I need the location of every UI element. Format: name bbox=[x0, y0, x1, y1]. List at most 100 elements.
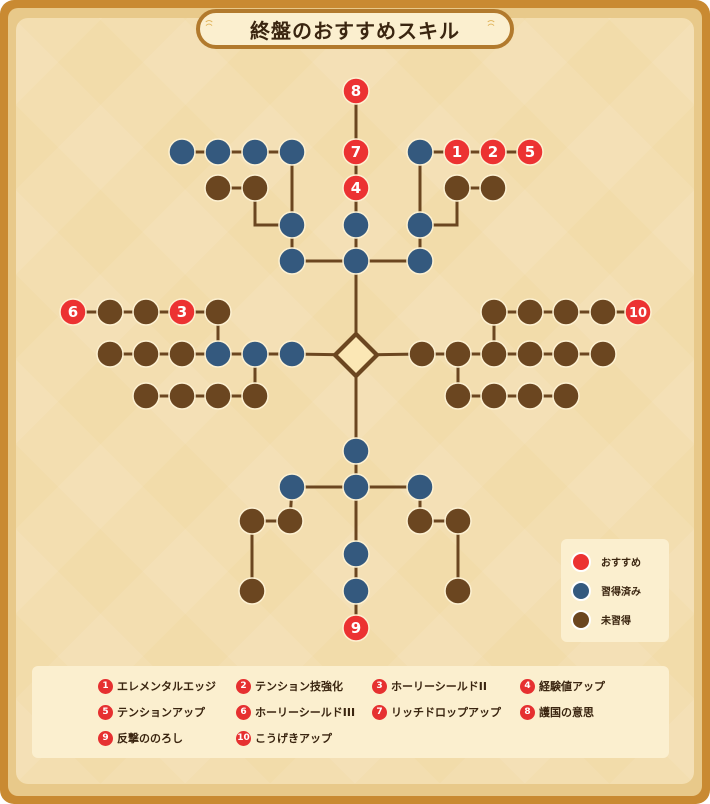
skill-node-unlearned[interactable] bbox=[96, 298, 124, 326]
skill-node-learned[interactable] bbox=[406, 473, 434, 501]
skill-node-number: 5 bbox=[525, 143, 535, 161]
skill-node-number: 10 bbox=[629, 306, 647, 321]
skill-node-number: 6 bbox=[68, 303, 78, 321]
skill-node-number: 2 bbox=[488, 143, 498, 161]
skill-node-recommended[interactable]: 4 bbox=[342, 174, 370, 202]
skill-node-unlearned[interactable] bbox=[552, 298, 580, 326]
skill-node-unlearned[interactable] bbox=[444, 507, 472, 535]
skill-node-unlearned[interactable] bbox=[276, 507, 304, 535]
skill-node-unlearned[interactable] bbox=[589, 340, 617, 368]
skill-node-learned[interactable] bbox=[278, 138, 306, 166]
skill-node-learned[interactable] bbox=[342, 540, 370, 568]
skill-node-unlearned[interactable] bbox=[406, 507, 434, 535]
skill-item-6: 6 ホーリーシールドIII bbox=[236, 703, 355, 721]
skill-node-unlearned[interactable] bbox=[408, 340, 436, 368]
skill-node-learned[interactable] bbox=[241, 138, 269, 166]
skill-node-unlearned[interactable] bbox=[238, 577, 266, 605]
skill-node-learned[interactable] bbox=[241, 340, 269, 368]
legend-label: 未習得 bbox=[601, 616, 631, 627]
skill-node-learned[interactable] bbox=[406, 211, 434, 239]
skill-node-learned[interactable] bbox=[278, 247, 306, 275]
skill-node-unlearned[interactable] bbox=[168, 382, 196, 410]
number-badge: 2 bbox=[236, 678, 251, 694]
skill-node-number: 9 bbox=[351, 619, 361, 637]
number-badge: 6 bbox=[236, 704, 251, 720]
skill-node-recommended[interactable]: 7 bbox=[342, 138, 370, 166]
skill-item-8: 8 護国の意思 bbox=[520, 703, 594, 721]
skill-node-unlearned[interactable] bbox=[480, 298, 508, 326]
skill-node-unlearned[interactable] bbox=[241, 174, 269, 202]
skill-item-4: 4 経験値アップ bbox=[520, 677, 605, 695]
skill-node-recommended[interactable]: 8 bbox=[342, 77, 370, 105]
skill-node-unlearned[interactable] bbox=[552, 382, 580, 410]
skill-node-learned[interactable] bbox=[204, 138, 232, 166]
skill-node-unlearned[interactable] bbox=[204, 174, 232, 202]
skill-node-unlearned[interactable] bbox=[132, 340, 160, 368]
skill-node-learned[interactable] bbox=[342, 437, 370, 465]
skill-node-unlearned[interactable] bbox=[516, 340, 544, 368]
skill-nodes: 8 7 4 1 2 5 6 3 10 9 bbox=[59, 77, 652, 642]
skill-node-learned[interactable] bbox=[406, 138, 434, 166]
skill-node-unlearned[interactable] bbox=[96, 340, 124, 368]
skill-node-unlearned[interactable] bbox=[516, 298, 544, 326]
skill-node-recommended[interactable]: 10 bbox=[624, 298, 652, 326]
skill-node-learned[interactable] bbox=[406, 247, 434, 275]
skill-node-recommended[interactable]: 6 bbox=[59, 298, 87, 326]
legend-label: おすすめ bbox=[601, 558, 641, 569]
skill-node-learned[interactable] bbox=[278, 340, 306, 368]
skill-node-unlearned[interactable] bbox=[204, 298, 232, 326]
number-badge: 5 bbox=[98, 704, 113, 720]
skill-node-unlearned[interactable] bbox=[241, 382, 269, 410]
skill-node-unlearned[interactable] bbox=[238, 507, 266, 535]
skill-node-recommended[interactable]: 2 bbox=[479, 138, 507, 166]
skill-node-unlearned[interactable] bbox=[444, 577, 472, 605]
skill-node-learned[interactable] bbox=[342, 247, 370, 275]
skill-node-unlearned[interactable] bbox=[480, 340, 508, 368]
skill-name: ホーリーシールドIII bbox=[255, 706, 356, 719]
skill-node-number: 7 bbox=[351, 143, 361, 161]
skill-node-unlearned[interactable] bbox=[444, 382, 472, 410]
skill-name: テンションアップ bbox=[117, 706, 205, 719]
skill-node-unlearned[interactable] bbox=[444, 340, 472, 368]
blue-dot-icon bbox=[571, 580, 591, 601]
skill-node-recommended[interactable]: 3 bbox=[168, 298, 196, 326]
skill-node-recommended[interactable]: 1 bbox=[443, 138, 471, 166]
skill-node-recommended[interactable]: 9 bbox=[342, 614, 370, 642]
skill-node-learned[interactable] bbox=[278, 473, 306, 501]
skill-node-unlearned[interactable] bbox=[589, 298, 617, 326]
skill-node-learned[interactable] bbox=[278, 211, 306, 239]
skill-name: 経験値アップ bbox=[539, 680, 605, 693]
skill-node-learned[interactable] bbox=[342, 577, 370, 605]
skill-node-number: 4 bbox=[351, 179, 361, 197]
skill-name: 護国の意思 bbox=[539, 706, 594, 719]
skill-node-unlearned[interactable] bbox=[132, 382, 160, 410]
number-badge: 9 bbox=[98, 730, 113, 746]
skill-node-unlearned[interactable] bbox=[132, 298, 160, 326]
skill-node-unlearned[interactable] bbox=[516, 382, 544, 410]
number-badge: 8 bbox=[520, 704, 535, 720]
skill-item-10: 10 こうげきアップ bbox=[236, 729, 332, 747]
skill-node-unlearned[interactable] bbox=[168, 340, 196, 368]
skill-node-learned[interactable] bbox=[204, 340, 232, 368]
skill-node-unlearned[interactable] bbox=[479, 174, 507, 202]
number-badge: 4 bbox=[520, 678, 535, 694]
skill-node-unlearned[interactable] bbox=[204, 382, 232, 410]
skill-node-unlearned[interactable] bbox=[443, 174, 471, 202]
skill-node-unlearned[interactable] bbox=[480, 382, 508, 410]
legend-item-learned: 習得済み bbox=[571, 576, 659, 605]
skill-node-unlearned[interactable] bbox=[552, 340, 580, 368]
brown-dot-icon bbox=[571, 609, 591, 630]
page-title: 終盤のおすすめスキル bbox=[250, 18, 460, 43]
skill-list: 1 エレメンタルエッジ 2 テンション技強化 3 ホーリーシールドII 4 経験… bbox=[32, 666, 669, 758]
skill-node-number: 1 bbox=[452, 143, 462, 161]
skill-node-learned[interactable] bbox=[342, 473, 370, 501]
skill-name: 反撃ののろし bbox=[117, 732, 183, 745]
skill-name: こうげきアップ bbox=[255, 732, 332, 745]
skill-node-recommended[interactable]: 5 bbox=[516, 138, 544, 166]
skill-node-learned[interactable] bbox=[168, 138, 196, 166]
legend: おすすめ 習得済み 未習得 bbox=[561, 539, 669, 642]
number-badge: 10 bbox=[236, 730, 251, 746]
skill-node-learned[interactable] bbox=[342, 211, 370, 239]
skill-node-number: 8 bbox=[351, 82, 361, 100]
